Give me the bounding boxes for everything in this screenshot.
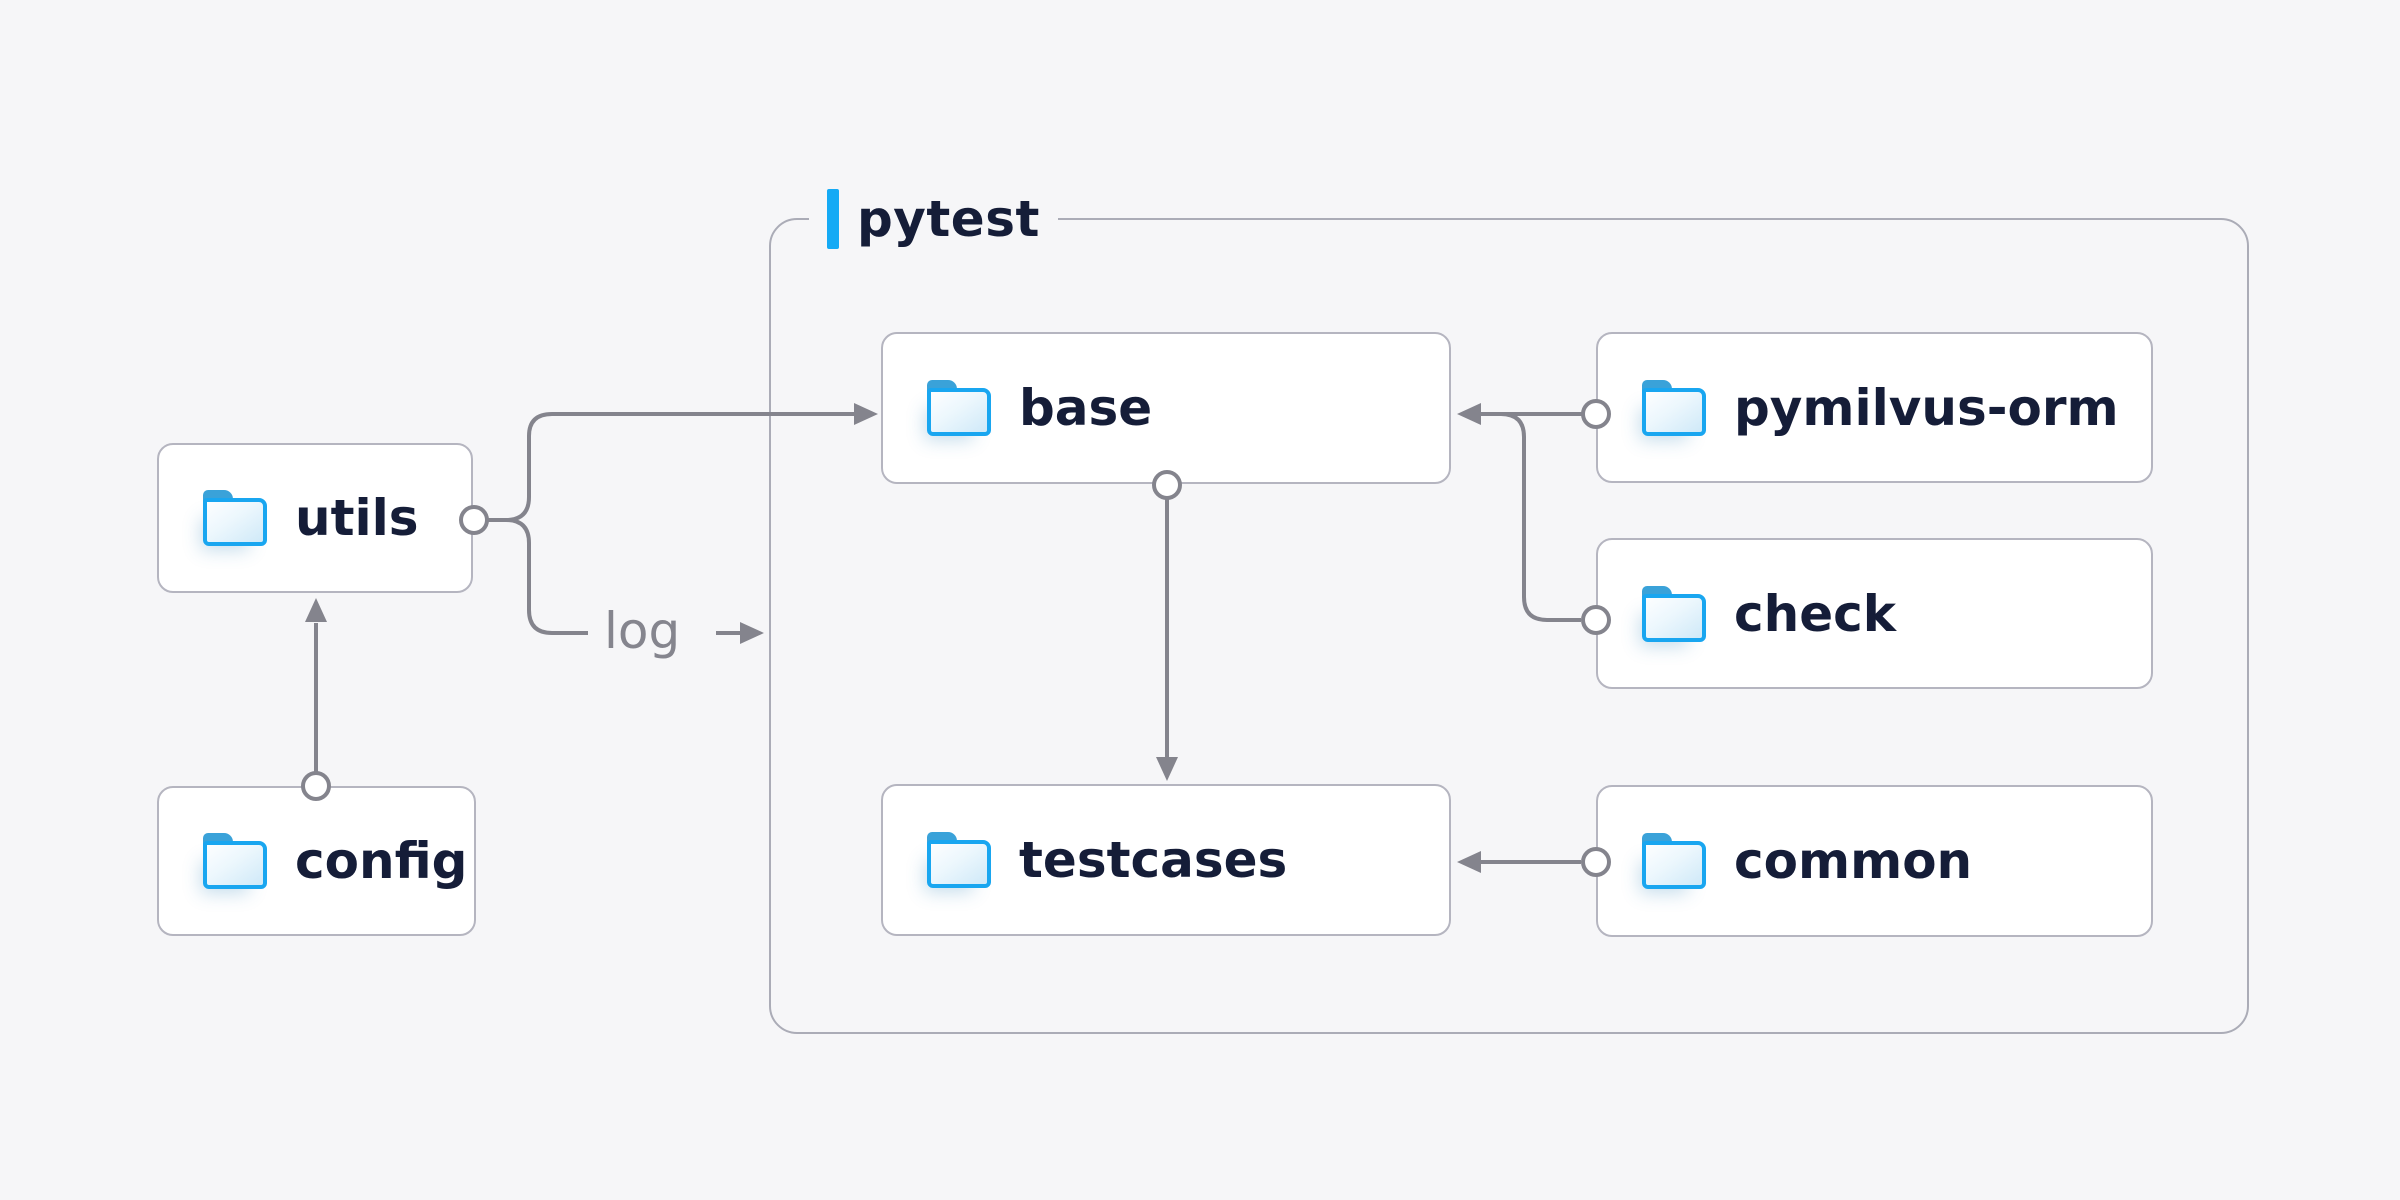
pytest-group-title: pytest xyxy=(857,190,1040,248)
node-label: base xyxy=(1019,379,1153,437)
node-config: config xyxy=(157,786,476,936)
node-label: check xyxy=(1734,584,1897,643)
node-utils: utils xyxy=(157,443,473,593)
node-label: config xyxy=(295,832,468,890)
arrowhead-log xyxy=(740,622,764,644)
arrowhead-into-utils xyxy=(305,598,327,622)
node-testcases: testcases xyxy=(881,784,1451,936)
folder-body xyxy=(203,841,267,889)
node-label: common xyxy=(1734,832,1973,890)
pytest-group-label: pytest xyxy=(809,187,1058,251)
folder-icon xyxy=(1642,833,1706,889)
node-label: testcases xyxy=(1019,831,1288,889)
pytest-group-container: pytest xyxy=(769,187,2249,1034)
folder-icon xyxy=(1642,379,1706,436)
node-check: check xyxy=(1596,538,2153,689)
folder-body xyxy=(1642,593,1706,642)
folder-icon xyxy=(203,490,267,546)
folder-body xyxy=(203,498,267,546)
node-pymilvus-orm: pymilvus-orm xyxy=(1596,332,2153,483)
folder-icon xyxy=(927,380,991,436)
accent-bar xyxy=(827,189,839,249)
folder-icon xyxy=(1642,585,1706,642)
node-common: common xyxy=(1596,785,2153,937)
edge-utils-to-log xyxy=(505,518,588,635)
folder-body xyxy=(927,388,991,436)
node-base: base xyxy=(881,332,1451,484)
edge-label-log: log xyxy=(604,602,681,660)
folder-body xyxy=(927,840,991,888)
node-label: pymilvus-orm xyxy=(1734,378,2119,437)
folder-body xyxy=(1642,841,1706,889)
node-label: utils xyxy=(295,489,419,547)
folder-icon xyxy=(203,833,267,889)
folder-icon xyxy=(927,832,991,888)
folder-body xyxy=(1642,387,1706,436)
